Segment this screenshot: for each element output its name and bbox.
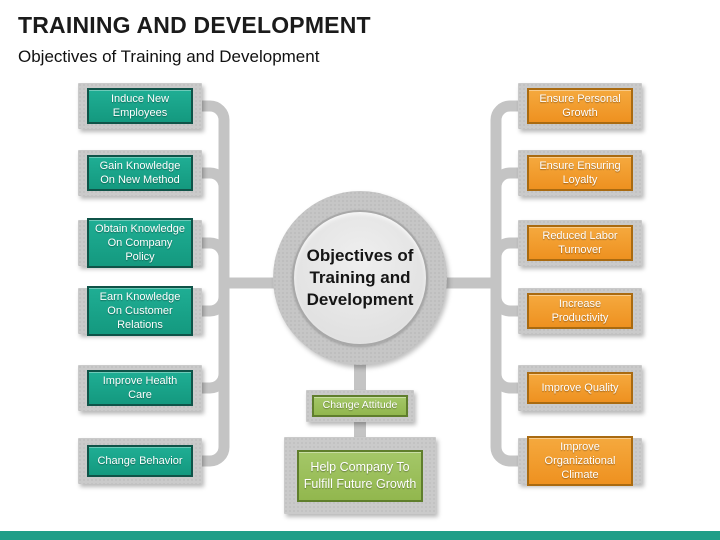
objective-node-improve-health-care: Improve Health Care — [78, 365, 202, 411]
objective-node-increase-productivity: Increase Productivity — [518, 288, 642, 334]
objective-label: Improve Quality — [527, 372, 633, 404]
objective-node-improve-quality: Improve Quality — [518, 365, 642, 411]
objective-label: Induce New Employees — [87, 87, 193, 125]
objective-node-reduced-labor-turnover: Reduced Labor Turnover — [518, 220, 642, 266]
objective-node-gain-knowledge-new-method: Gain Knowledge On New Method — [78, 150, 202, 196]
objective-node-improve-organizational-climate: Improve Organizational Climate — [518, 435, 642, 487]
objective-label: Earn Knowledge On Customer Relations — [87, 285, 193, 337]
node-help-company-fulfill-future-growth: Help Company To Fulfill Future Growth — [284, 437, 436, 514]
objective-node-ensure-personal-growth: Ensure Personal Growth — [518, 83, 642, 129]
objective-label: Improve Health Care — [87, 369, 193, 407]
objective-label: Reduced Labor Turnover — [527, 224, 633, 262]
page-subtitle: Objectives of Training and Development — [18, 47, 320, 66]
objective-node-change-behavior: Change Behavior — [78, 438, 202, 484]
objective-label: Gain Knowledge On New Method — [87, 154, 193, 192]
objective-label: Increase Productivity — [527, 292, 633, 330]
objective-label: Change Behavior — [87, 445, 193, 477]
objective-node-obtain-knowledge-company-policy: Obtain Knowledge On Company Policy — [78, 217, 202, 269]
objective-label: Change Attitude — [312, 395, 408, 417]
node-change-attitude: Change Attitude — [306, 390, 414, 422]
center-circle-label: Objectives of Training and Development — [292, 210, 428, 346]
objective-label: Ensure Ensuring Loyalty — [527, 154, 633, 192]
objective-label: Obtain Knowledge On Company Policy — [87, 217, 193, 269]
objective-label: Help Company To Fulfill Future Growth — [297, 449, 423, 502]
page-title: TRAINING AND DEVELOPMENT — [18, 12, 371, 38]
objective-node-ensure-ensuring-loyalty: Ensure Ensuring Loyalty — [518, 150, 642, 196]
footer-accent-bar — [0, 531, 720, 540]
objective-label: Ensure Personal Growth — [527, 87, 633, 125]
objective-node-induce-new-employees: Induce New Employees — [78, 83, 202, 129]
center-circle: Objectives of Training and Development — [273, 191, 447, 365]
objective-node-earn-knowledge-customer-relations: Earn Knowledge On Customer Relations — [78, 285, 202, 337]
objective-label: Improve Organizational Climate — [527, 435, 633, 487]
